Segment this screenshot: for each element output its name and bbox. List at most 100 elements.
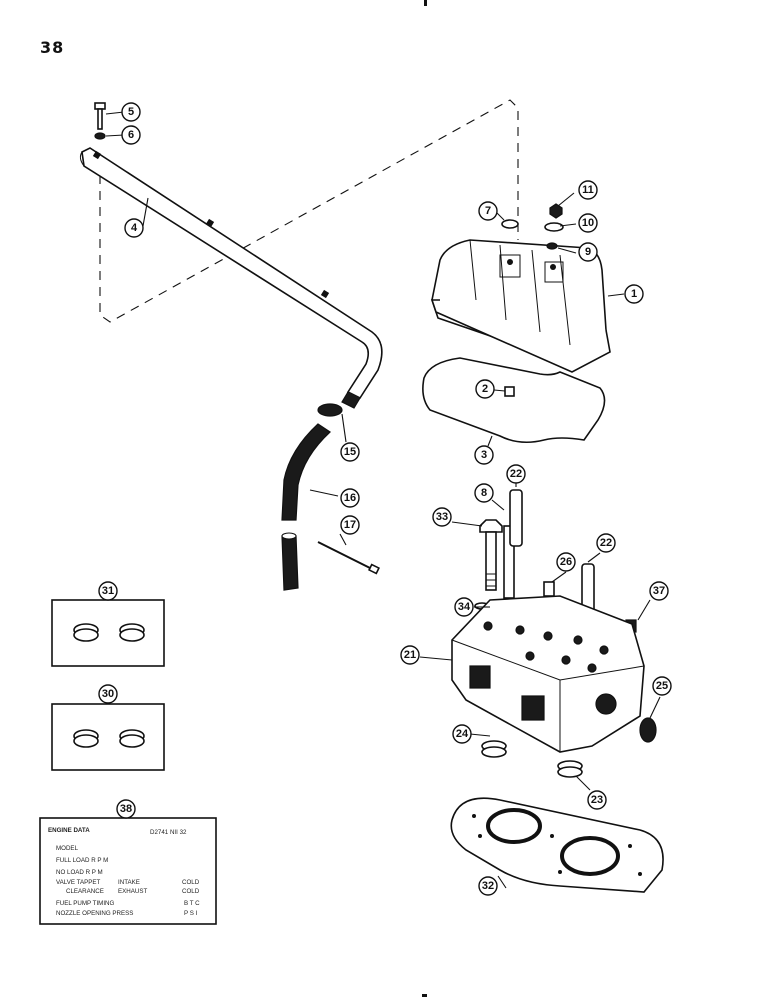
svg-text:2: 2 bbox=[482, 383, 488, 395]
callout-24: 24 bbox=[452, 724, 472, 744]
callout-23: 23 bbox=[587, 790, 607, 810]
svg-text:22: 22 bbox=[600, 537, 612, 549]
callout-32: 32 bbox=[478, 876, 498, 896]
svg-text:1: 1 bbox=[631, 288, 637, 300]
card-row-middle: INTAKE bbox=[118, 879, 140, 886]
callout-30: 30 bbox=[98, 684, 118, 704]
card-row-right: B T C bbox=[184, 900, 200, 907]
svg-text:6: 6 bbox=[128, 129, 134, 141]
callout-22-lower: 22 bbox=[596, 533, 616, 553]
card-row-label: FULL LOAD R P M bbox=[56, 857, 108, 864]
ring-icon bbox=[119, 623, 145, 642]
stud-nut-icon bbox=[504, 386, 515, 397]
card-row-label: FUEL PUMP TIMING bbox=[56, 900, 115, 907]
card-row-label: CLEARANCE bbox=[66, 888, 104, 895]
callout-11: 11 bbox=[578, 180, 598, 200]
svg-text:34: 34 bbox=[458, 601, 471, 613]
washer-icon bbox=[544, 222, 564, 232]
callout-22: 22 bbox=[506, 464, 526, 484]
callout-3: 3 bbox=[474, 445, 494, 465]
card-row-label: MODEL bbox=[56, 845, 79, 852]
hose-icon bbox=[281, 403, 343, 591]
svg-text:17: 17 bbox=[344, 519, 356, 531]
callout-5: 5 bbox=[121, 102, 141, 122]
callout-34: 34 bbox=[454, 597, 474, 617]
nut-icon bbox=[549, 203, 563, 219]
svg-text:11: 11 bbox=[582, 184, 594, 196]
callout-10: 10 bbox=[578, 213, 598, 233]
stud-icon bbox=[503, 525, 515, 599]
card-row-middle: EXHAUST bbox=[118, 888, 147, 895]
valve-cover-icon bbox=[430, 239, 611, 373]
svg-text:9: 9 bbox=[585, 246, 591, 258]
callout-6: 6 bbox=[121, 125, 141, 145]
svg-text:3: 3 bbox=[481, 449, 487, 461]
svg-text:23: 23 bbox=[591, 794, 603, 806]
ring-icon bbox=[639, 717, 657, 743]
callout-26: 26 bbox=[556, 552, 576, 572]
card-part-number: D2741 NII 32 bbox=[150, 829, 187, 836]
svg-text:8: 8 bbox=[481, 487, 487, 499]
svg-text:16: 16 bbox=[344, 492, 356, 504]
svg-text:21: 21 bbox=[404, 649, 416, 661]
ring-kit-box bbox=[51, 599, 165, 667]
svg-text:32: 32 bbox=[482, 880, 494, 892]
ring-icon bbox=[73, 623, 99, 642]
bolt-icon bbox=[94, 102, 106, 130]
plug-icon bbox=[543, 581, 555, 597]
seal-icon bbox=[546, 242, 558, 250]
washer-icon bbox=[501, 219, 519, 229]
washer-icon bbox=[94, 132, 106, 140]
breather-tube-icon bbox=[79, 147, 383, 409]
callout-1: 1 bbox=[624, 284, 644, 304]
gasket-icon bbox=[422, 357, 606, 444]
callout-15: 15 bbox=[340, 442, 360, 462]
svg-text:24: 24 bbox=[456, 728, 469, 740]
svg-text:7: 7 bbox=[485, 205, 491, 217]
card-row-label: NO LOAD R P M bbox=[56, 869, 103, 876]
svg-text:37: 37 bbox=[653, 585, 665, 597]
callout-38: 38 bbox=[116, 799, 136, 819]
svg-text:5: 5 bbox=[128, 106, 134, 118]
callout-37: 37 bbox=[649, 581, 669, 601]
svg-text:26: 26 bbox=[560, 556, 572, 568]
ring-icon bbox=[481, 740, 507, 758]
callout-4: 4 bbox=[124, 218, 144, 238]
clamp-rod-icon bbox=[317, 541, 375, 571]
leader-lines bbox=[105, 111, 661, 889]
card-title: ENGINE DATA bbox=[48, 827, 90, 834]
callout-17: 17 bbox=[340, 515, 360, 535]
card-row-right: P S I bbox=[184, 910, 198, 917]
callout-2: 2 bbox=[475, 379, 495, 399]
edge-mark-bottom bbox=[422, 994, 427, 997]
edge-mark-top bbox=[424, 0, 427, 6]
gasket-icon bbox=[450, 797, 664, 893]
svg-text:4: 4 bbox=[131, 222, 138, 234]
svg-text:22: 22 bbox=[510, 468, 522, 480]
callout-33: 33 bbox=[432, 507, 452, 527]
svg-text:10: 10 bbox=[582, 217, 594, 229]
page-number: 38 bbox=[40, 38, 65, 57]
callout-16: 16 bbox=[340, 488, 360, 508]
ring-icon bbox=[119, 729, 145, 748]
card-row-right: COLD bbox=[182, 888, 200, 895]
svg-text:15: 15 bbox=[344, 446, 356, 458]
cylinder-head-icon bbox=[451, 595, 645, 753]
callout-9: 9 bbox=[578, 242, 598, 262]
engine-data-card bbox=[39, 817, 217, 925]
ring-icon bbox=[557, 760, 583, 778]
ring-icon bbox=[73, 729, 99, 748]
bolt-icon bbox=[479, 519, 503, 591]
dashed-assembly-line bbox=[99, 99, 519, 323]
callout-21: 21 bbox=[400, 645, 420, 665]
svg-text:38: 38 bbox=[120, 803, 132, 815]
svg-text:25: 25 bbox=[656, 680, 668, 692]
card-row-right: COLD bbox=[182, 879, 200, 886]
callout-31: 31 bbox=[98, 581, 118, 601]
svg-text:33: 33 bbox=[436, 511, 448, 523]
callout-25: 25 bbox=[652, 676, 672, 696]
valve-guide-icon bbox=[509, 489, 523, 547]
ring-kit-box bbox=[51, 703, 165, 771]
